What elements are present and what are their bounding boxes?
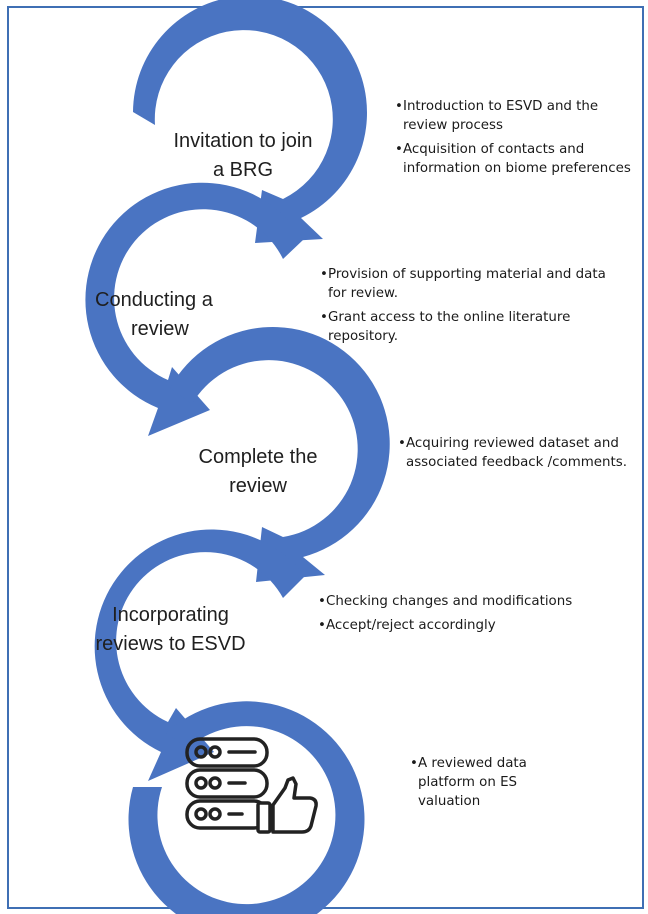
curved-arrow-4: [94, 529, 306, 781]
curved-arrow-2: [85, 182, 303, 436]
stage-2-title: Conducting a review: [95, 289, 213, 340]
stage-2-bullets: Provision of supporting material and dat…: [320, 265, 610, 351]
curved-arrow-3: [170, 326, 390, 582]
bullet-item: Checking changes and modifications: [318, 592, 578, 611]
stage-4-title: Incorporating reviews to ESVD: [95, 604, 246, 655]
server-thumbs-up-icon: [185, 737, 318, 834]
bullet-item: Provision of supporting material and dat…: [320, 265, 610, 303]
curved-arrow-1: [133, 0, 367, 243]
bullet-item: A reviewed data platform on ES valuation: [410, 754, 550, 811]
stage-4-bullets: Checking changes and modifications Accep…: [318, 592, 578, 640]
bullet-item: Accept/reject accordingly: [318, 616, 578, 635]
stage-1-bullets: Introduction to ESVD and the review proc…: [395, 97, 645, 183]
bullet-item: Acquiring reviewed dataset and associate…: [398, 434, 643, 472]
stage-3-title: Complete the review: [198, 446, 318, 497]
bullet-item: Grant access to the online literature re…: [320, 308, 610, 346]
stage-3-bullets: Acquiring reviewed dataset and associate…: [398, 434, 643, 477]
stage-5-bullets: A reviewed data platform on ES valuation: [410, 754, 550, 816]
stage-1-title: Invitation to join a BRG: [173, 130, 313, 181]
diagram-frame: [7, 6, 644, 909]
bullet-item: Acquisition of contacts and information …: [395, 140, 645, 178]
arrows-group: [85, 0, 390, 914]
bullet-item: Introduction to ESVD and the review proc…: [395, 97, 645, 135]
